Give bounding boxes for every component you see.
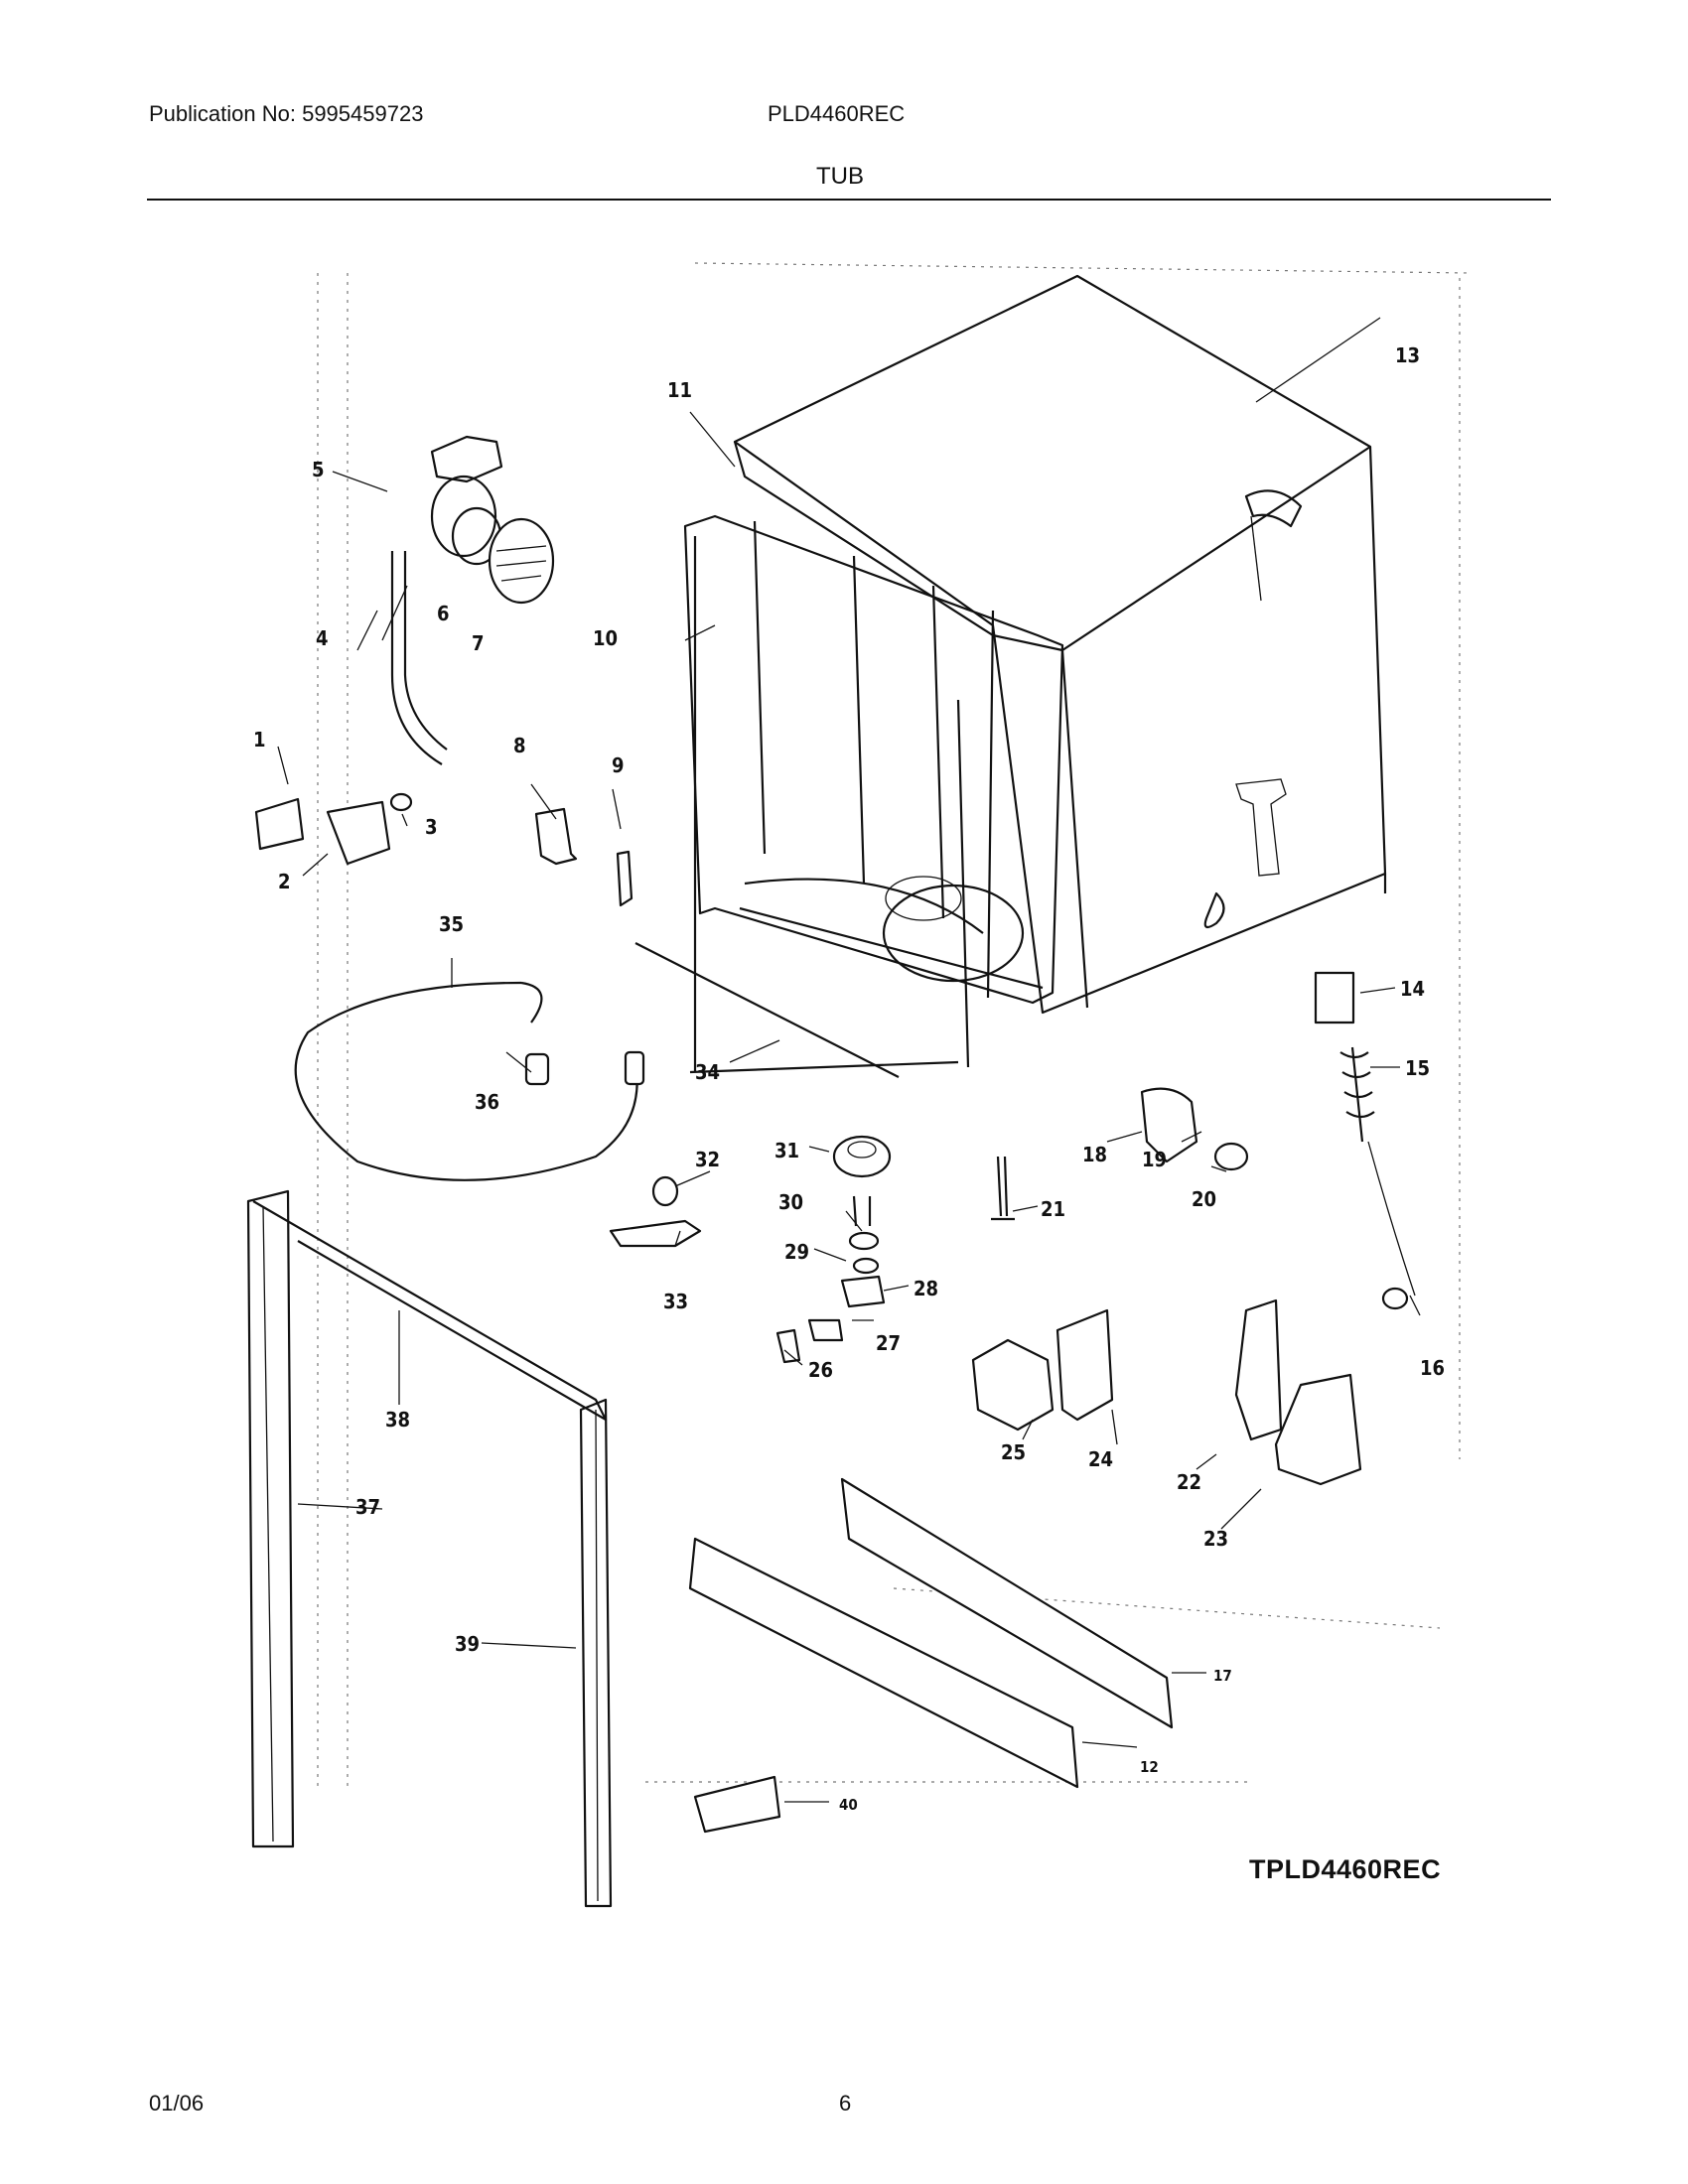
callout-27: 27 bbox=[876, 1331, 901, 1355]
callout-35: 35 bbox=[439, 912, 464, 936]
door-spring bbox=[1314, 971, 1416, 1310]
leader-lines bbox=[277, 317, 1421, 1803]
callout-31: 31 bbox=[774, 1139, 799, 1162]
outer-door-frame bbox=[246, 1189, 613, 1908]
panel-clip bbox=[693, 1775, 781, 1834]
callout-15: 15 bbox=[1405, 1056, 1430, 1080]
callout-18: 18 bbox=[1082, 1143, 1107, 1166]
callout-37: 37 bbox=[355, 1495, 380, 1519]
callout-34: 34 bbox=[695, 1060, 720, 1084]
callout-20: 20 bbox=[1192, 1187, 1216, 1211]
vent-assembly bbox=[430, 435, 555, 605]
publication-number: Publication No: 5995459723 bbox=[149, 101, 424, 126]
callout-25: 25 bbox=[1001, 1440, 1026, 1464]
callout-30: 30 bbox=[778, 1190, 803, 1214]
callout-10: 10 bbox=[593, 626, 618, 650]
junction-box bbox=[971, 1338, 1055, 1432]
inlet-valve bbox=[254, 792, 413, 866]
callout-5: 5 bbox=[312, 458, 325, 481]
callout-23: 23 bbox=[1203, 1527, 1228, 1551]
callout-22: 22 bbox=[1177, 1470, 1201, 1494]
page-number: 6 bbox=[839, 2091, 852, 2116]
access-panel bbox=[688, 1537, 1079, 1789]
hinge-wheel bbox=[1140, 1087, 1249, 1171]
seal-strip bbox=[634, 942, 900, 1078]
fill-hose bbox=[390, 551, 448, 765]
float-switch-bracket bbox=[609, 1219, 702, 1248]
callout-11: 11 bbox=[667, 378, 692, 402]
callout-12: 12 bbox=[1140, 1758, 1159, 1776]
callout-2: 2 bbox=[278, 870, 291, 893]
callout-labels: 1 2 3 4 5 6 7 8 9 10 11 12 13 14 15 16 1… bbox=[253, 343, 1445, 1814]
callout-33: 33 bbox=[663, 1290, 688, 1313]
leveling-screw bbox=[991, 1156, 1015, 1221]
callout-36: 36 bbox=[475, 1090, 499, 1114]
header-rule bbox=[147, 199, 1551, 201]
clip bbox=[616, 850, 633, 907]
callout-4: 4 bbox=[316, 626, 329, 650]
callout-38: 38 bbox=[385, 1408, 410, 1432]
callout-28: 28 bbox=[914, 1277, 938, 1300]
callout-8: 8 bbox=[513, 734, 526, 757]
callout-7: 7 bbox=[472, 631, 485, 655]
callout-17: 17 bbox=[1213, 1667, 1232, 1685]
toe-kick-panel bbox=[840, 1477, 1174, 1729]
float bbox=[651, 1175, 679, 1207]
callout-24: 24 bbox=[1088, 1447, 1113, 1471]
footer-date: 01/06 bbox=[149, 2091, 205, 2116]
callout-13: 13 bbox=[1395, 343, 1420, 367]
callout-21: 21 bbox=[1041, 1197, 1065, 1221]
section-title: TUB bbox=[816, 163, 864, 190]
callout-40: 40 bbox=[839, 1796, 858, 1814]
diagram-code: TPLD4460REC bbox=[1249, 1854, 1442, 1884]
callout-26: 26 bbox=[808, 1358, 833, 1382]
callout-1: 1 bbox=[253, 728, 266, 751]
model-number: PLD4460REC bbox=[768, 101, 906, 126]
bracket bbox=[534, 807, 578, 866]
door-frame-gasket bbox=[683, 514, 1064, 1074]
callout-39: 39 bbox=[455, 1632, 480, 1656]
callout-9: 9 bbox=[612, 753, 625, 777]
hinge-cover bbox=[1274, 1373, 1362, 1486]
hinge-bracket bbox=[1234, 1298, 1283, 1441]
callout-3: 3 bbox=[425, 815, 438, 839]
callout-6: 6 bbox=[437, 602, 450, 625]
wash-arm-parts bbox=[775, 1135, 892, 1364]
background-hatching bbox=[317, 262, 1471, 1787]
drain-hose bbox=[294, 981, 645, 1181]
mounting-bracket bbox=[1055, 1308, 1114, 1422]
callout-29: 29 bbox=[784, 1240, 809, 1264]
callout-16: 16 bbox=[1420, 1356, 1445, 1380]
callout-19: 19 bbox=[1142, 1148, 1167, 1171]
callout-32: 32 bbox=[695, 1148, 720, 1171]
callout-14: 14 bbox=[1400, 977, 1425, 1001]
